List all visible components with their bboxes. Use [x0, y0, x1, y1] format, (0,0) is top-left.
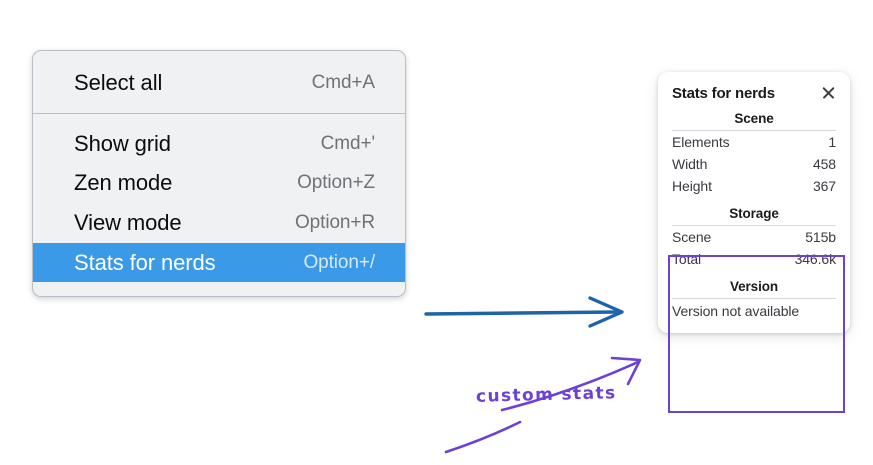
handwritten-note-custom-stats: custom stats	[475, 383, 617, 407]
flow-arrow-icon	[424, 296, 624, 328]
menu-divider	[33, 112, 405, 114]
stats-section-heading-version: Version	[729, 279, 779, 294]
stats-row-storage-scene: Scene 515b	[658, 226, 850, 248]
menu-item-shortcut: Option+R	[295, 212, 375, 234]
stats-section-heading-scene: Scene	[734, 111, 774, 126]
stats-row-value: 1	[828, 134, 836, 150]
menu-item-label: View mode	[74, 210, 182, 236]
menu-item-shortcut: Option+/	[303, 251, 375, 273]
close-icon[interactable]	[820, 84, 838, 102]
stats-row-key: Scene	[672, 229, 712, 245]
stats-row-version-value: Version not available	[672, 303, 800, 319]
stats-row-height: Height 367	[658, 175, 850, 197]
context-menu[interactable]: Select all Cmd+A Show grid Cmd+' Zen mod…	[32, 50, 406, 298]
menu-item-show-grid[interactable]: Show grid Cmd+'	[33, 124, 405, 164]
section-rule	[672, 225, 836, 226]
menu-item-label: Show grid	[74, 130, 171, 156]
stats-row-key: Total	[672, 251, 702, 267]
menu-item-shortcut: Cmd+A	[311, 72, 375, 94]
menu-item-shortcut: Option+Z	[297, 172, 375, 194]
stats-row-width: Width 458	[658, 153, 850, 175]
stats-row-value: 346.6k	[794, 251, 837, 267]
menu-item-shortcut: Cmd+'	[320, 132, 375, 154]
stats-row-key: Elements	[672, 134, 730, 150]
section-rule	[672, 130, 836, 131]
annotation-arrows-icon	[444, 356, 642, 454]
stats-section-heading-storage: Storage	[729, 206, 779, 221]
annotation-layer: custom stats	[430, 352, 690, 460]
menu-item-label: Select all	[74, 70, 163, 95]
stats-panel-header: Stats for nerds	[658, 82, 850, 102]
menu-item-select-all[interactable]: Select all Cmd+A	[33, 63, 405, 103]
menu-item-stats-for-nerds[interactable]: Stats for nerds Option+/	[33, 242, 405, 283]
menu-item-zen-mode[interactable]: Zen mode Option+Z	[33, 163, 405, 203]
stats-panel-title: Stats for nerds	[672, 84, 775, 102]
menu-item-label: Zen mode	[74, 170, 173, 196]
menu-item-label: Stats for nerds	[74, 249, 216, 275]
stats-row-key: Width	[672, 156, 708, 172]
stats-row-value: 367	[812, 178, 836, 194]
section-rule	[672, 298, 836, 299]
context-menu-section-view: Show grid Cmd+' Zen mode Option+Z View m…	[33, 114, 405, 297]
stats-row-elements: Elements 1	[658, 131, 850, 153]
context-menu-section-primary: Select all Cmd+A	[33, 51, 405, 113]
stats-row-value: 515b	[805, 229, 836, 245]
menu-item-view-mode[interactable]: View mode Option+R	[33, 203, 405, 243]
stats-row-key: Height	[672, 178, 712, 194]
stats-for-nerds-panel[interactable]: Stats for nerds Scene Elements 1 Width 4…	[658, 72, 850, 333]
stats-row-value: 458	[812, 156, 836, 172]
stats-row-storage-total: Total 346.6k	[658, 248, 850, 270]
